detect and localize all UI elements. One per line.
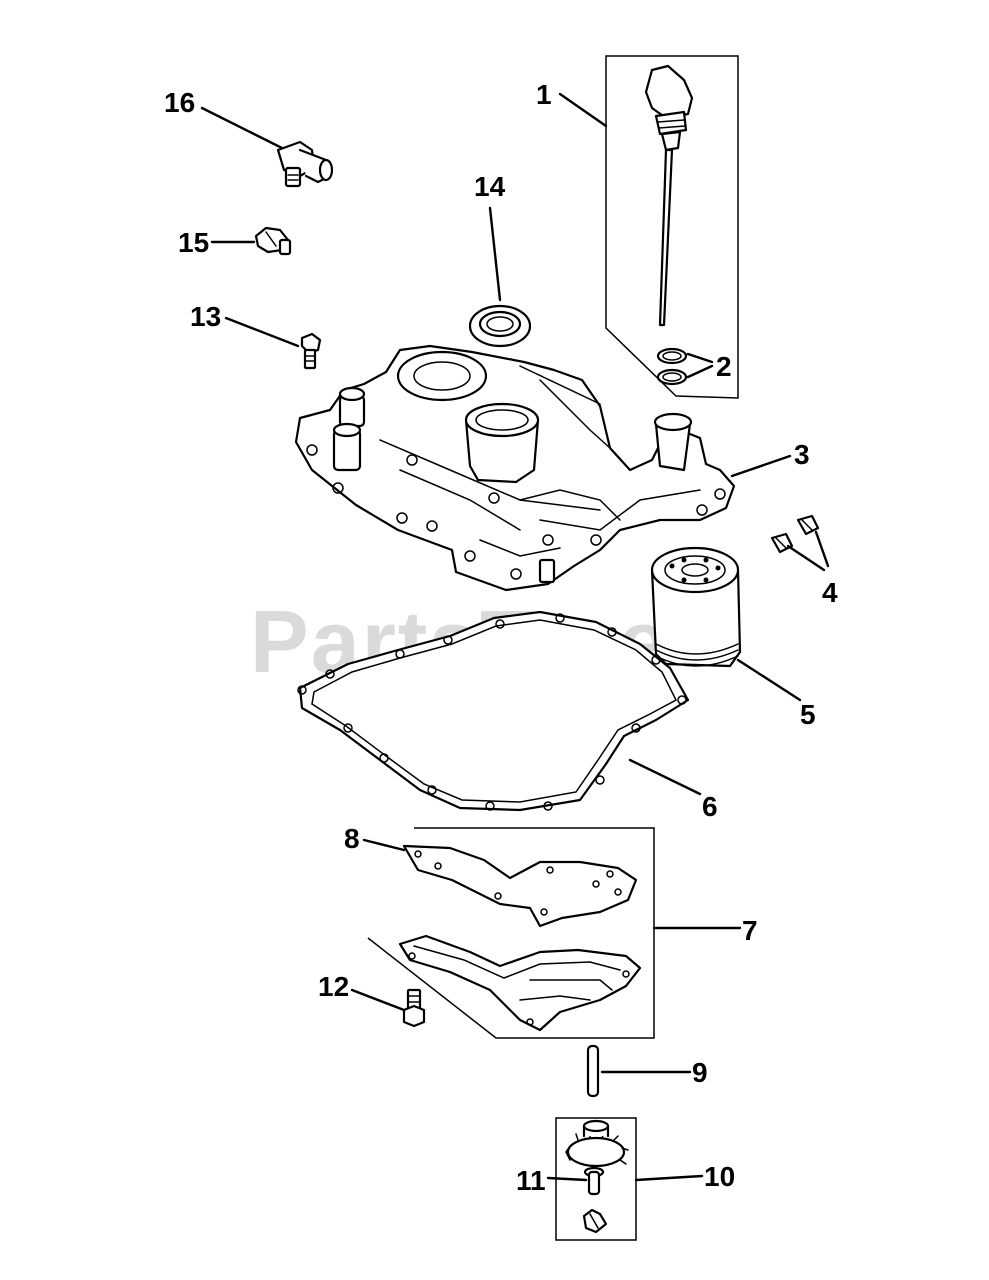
callout-10: 10: [704, 1161, 735, 1192]
part-16-elbow-fitting[interactable]: [276, 140, 334, 188]
callout-9: 9: [692, 1057, 708, 1088]
part-2-o-rings[interactable]: [656, 347, 688, 386]
part-14-oil-seal[interactable]: [468, 304, 532, 348]
callout-16: 16: [164, 87, 195, 118]
callout-1: 1: [536, 79, 552, 110]
part-13-bolt[interactable]: [300, 332, 322, 370]
part-7-plate-assembly[interactable]: [367, 827, 655, 1039]
callout-12: 12: [318, 971, 349, 1002]
callout-6: 6: [702, 791, 718, 822]
callout-3: 3: [794, 439, 810, 470]
part-5-oil-filter[interactable]: [650, 546, 742, 668]
part-9-pin[interactable]: [586, 1044, 600, 1098]
part-3-crankcase-cover[interactable]: [294, 344, 736, 592]
leader-lines: [200, 92, 830, 1182]
callout-7: 7: [742, 915, 758, 946]
part-6-gasket[interactable]: [297, 610, 690, 812]
part-1-dipstick-assembly[interactable]: [605, 55, 739, 399]
callout-11: 11: [516, 1165, 546, 1196]
callouts: 1 2 3 4 5 6 7 8 9 10 11 12 13 14 15 16: [164, 79, 838, 1196]
callout-8: 8: [344, 823, 360, 854]
part-4-pipe-plugs[interactable]: [770, 514, 820, 554]
callout-2: 2: [716, 351, 732, 382]
part-15-sensor[interactable]: [254, 226, 292, 256]
callout-4: 4: [822, 577, 838, 608]
part-11-pin[interactable]: [583, 1166, 605, 1196]
callout-14: 14: [474, 171, 506, 202]
part-8-gasket-plate[interactable]: [402, 844, 638, 928]
part-12-bolt[interactable]: [402, 988, 426, 1028]
callout-13: 13: [190, 301, 221, 332]
part-10-gear-assembly[interactable]: [555, 1117, 637, 1241]
part-7-lower-plate[interactable]: [398, 934, 642, 1032]
callout-15: 15: [178, 227, 209, 258]
callout-5: 5: [800, 699, 816, 730]
